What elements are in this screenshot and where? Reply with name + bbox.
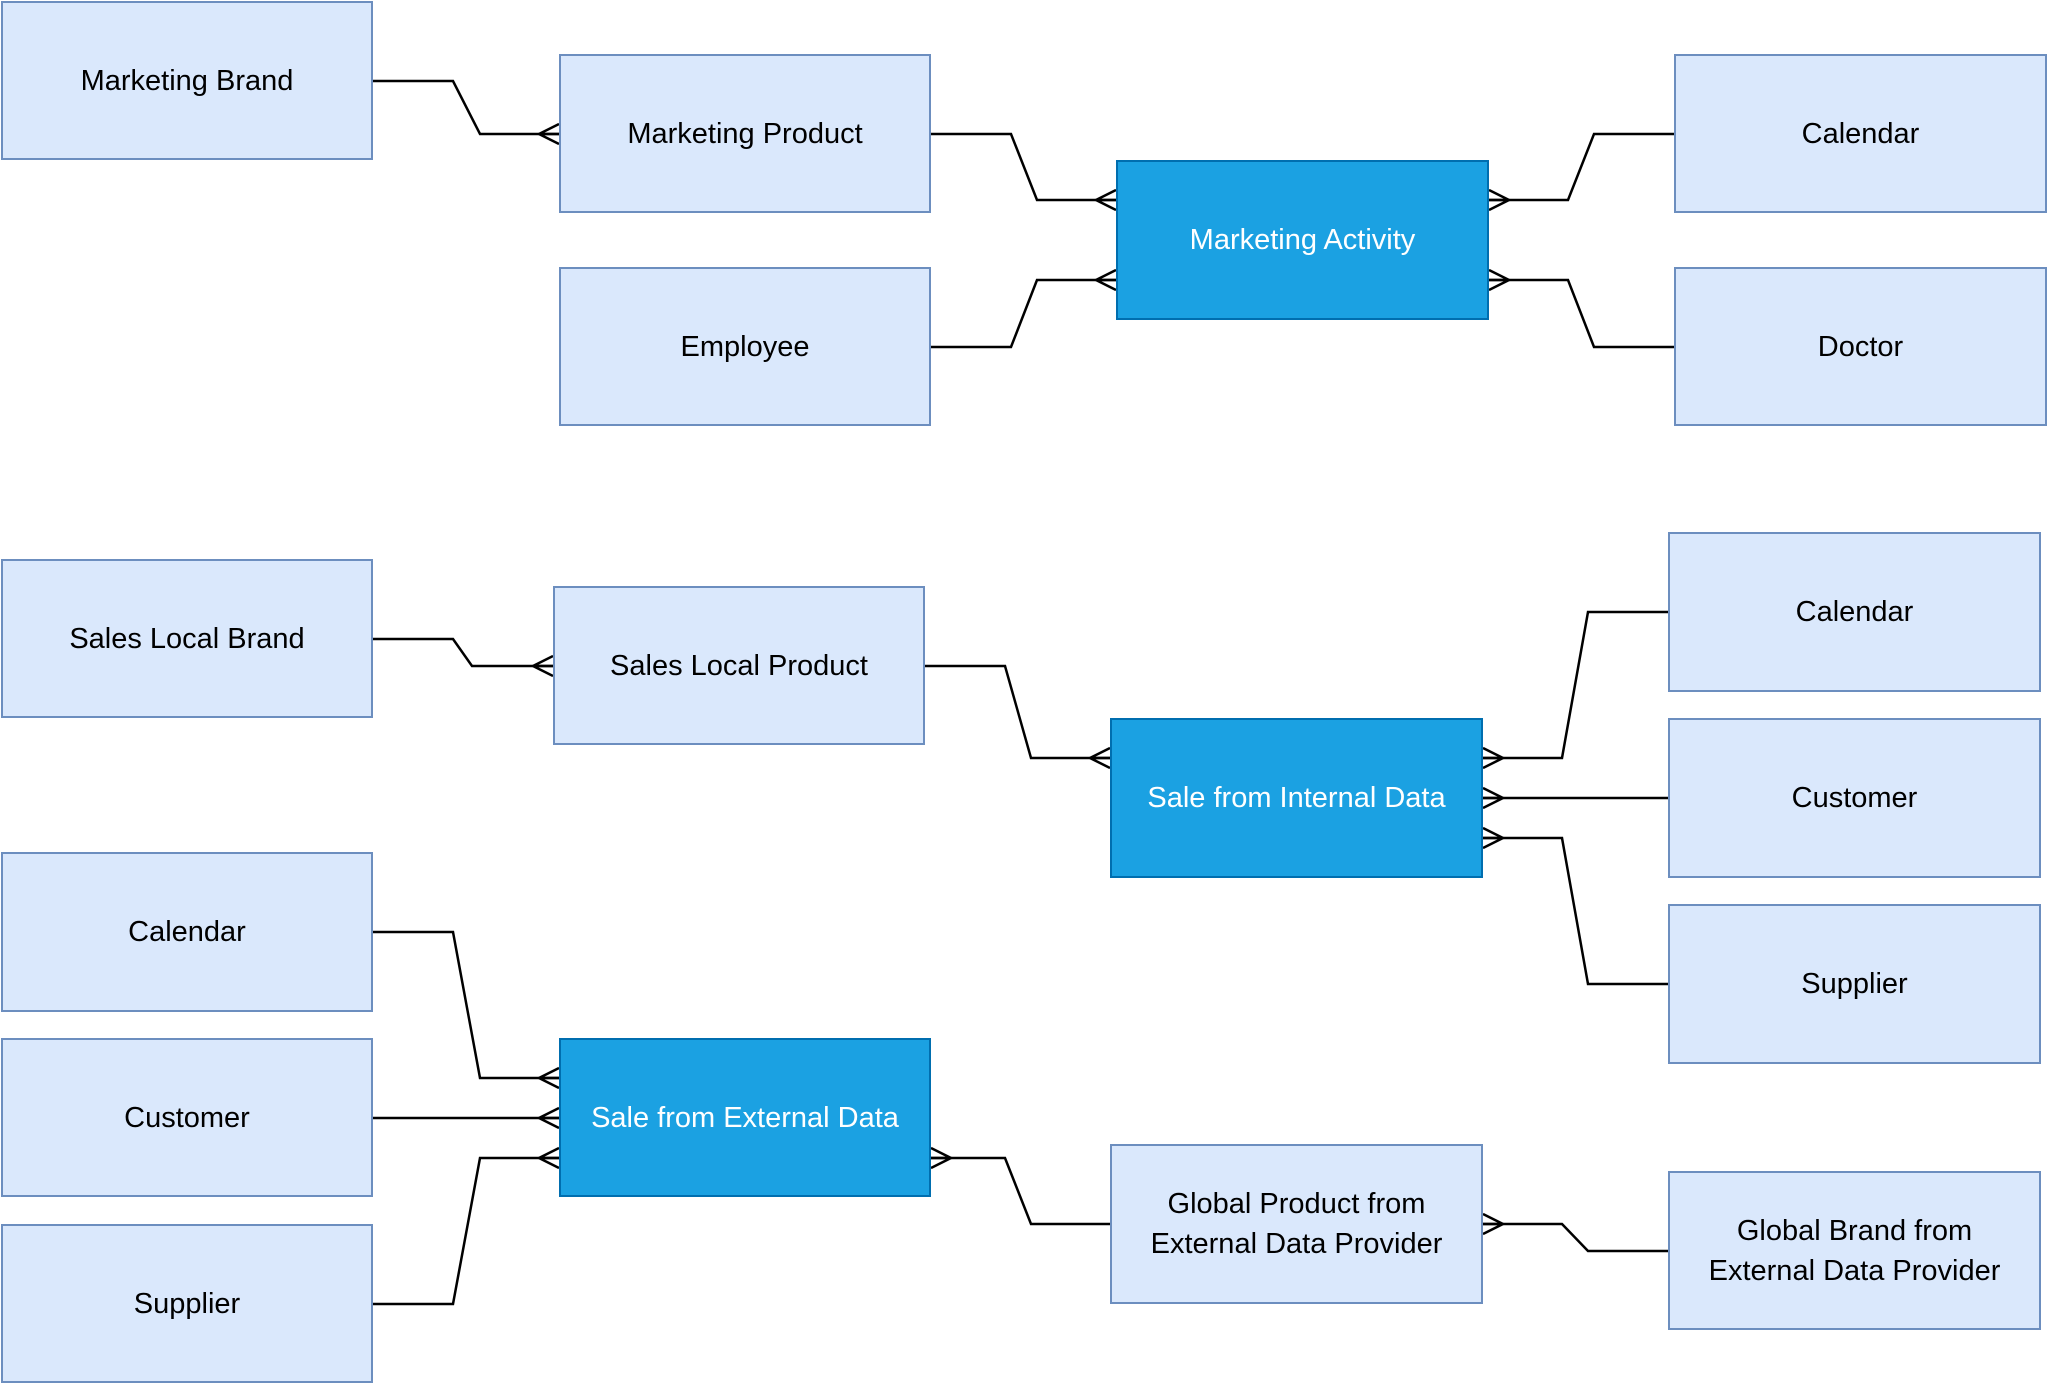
entity-label: Doctor — [1817, 330, 1904, 363]
entity-label: Calendar — [1801, 117, 1920, 150]
entity-label: Sales Local Product — [610, 649, 868, 682]
connector-marketing-product-activity-crowfoot — [1095, 188, 1117, 212]
entity-customer-external[interactable]: Customer — [1, 1038, 373, 1197]
entity-employee[interactable]: Employee — [559, 267, 931, 426]
connector-global-brand-product-crowfoot — [1482, 1212, 1504, 1236]
connector-calendar-activity-crowfoot — [1488, 188, 1510, 212]
connector-doctor-activity — [1489, 278, 1674, 349]
fact-sale-internal-data[interactable]: Sale from Internal Data — [1110, 718, 1483, 878]
entity-sales-local-brand[interactable]: Sales Local Brand — [1, 559, 373, 718]
entity-label: Supplier — [1801, 968, 1908, 1000]
fact-label: Sale from External Data — [591, 1101, 899, 1134]
entity-global-product[interactable]: Global Product from External Data Provid… — [1110, 1144, 1483, 1304]
fact-label: Marketing Activity — [1189, 224, 1416, 256]
entity-label: Marketing Brand — [80, 64, 294, 97]
entity-marketing-product[interactable]: Marketing Product — [559, 54, 931, 213]
connector-customer-sale-external-crowfoot — [538, 1106, 560, 1130]
entity-supplier-external[interactable]: Supplier — [1, 1224, 373, 1383]
entity-label: Calendar — [1795, 596, 1914, 628]
connector-marketing-brand-product-crowfoot — [538, 122, 560, 146]
connector-calendar-sale-external-crowfoot — [538, 1066, 560, 1090]
connector-global-product-sale-external-crowfoot — [930, 1146, 952, 1170]
entity-calendar-external[interactable]: Calendar — [1, 852, 373, 1012]
connector-supplier-sale-external — [373, 1156, 559, 1306]
entity-marketing-brand[interactable]: Marketing Brand — [1, 1, 373, 160]
connector-global-product-sale-external — [931, 1156, 1110, 1226]
entity-label: Supplier — [133, 1287, 241, 1320]
connector-calendar-sale-internal — [1483, 610, 1668, 760]
entity-label: Sales Local Brand — [69, 622, 305, 655]
fact-marketing-activity[interactable]: Marketing Activity — [1116, 160, 1489, 320]
connector-global-brand-product — [1483, 1222, 1668, 1253]
fact-label: Sale from Internal Data — [1147, 782, 1446, 814]
connector-calendar-sale-internal-crowfoot — [1482, 746, 1504, 770]
entity-label: Customer — [1791, 782, 1918, 814]
entity-customer-internal[interactable]: Customer — [1668, 718, 2041, 878]
entity-doctor[interactable]: Doctor — [1674, 267, 2047, 426]
connector-marketing-product-activity — [931, 132, 1116, 202]
entity-label: Employee — [680, 330, 810, 363]
entity-sales-local-product[interactable]: Sales Local Product — [553, 586, 925, 745]
connector-supplier-sale-external-crowfoot — [538, 1146, 560, 1170]
entity-global-brand[interactable]: Global Brand from External Data Provider — [1668, 1171, 2041, 1330]
entity-label: Customer — [124, 1101, 250, 1134]
fact-sale-external-data[interactable]: Sale from External Data — [559, 1038, 931, 1197]
entity-supplier-internal[interactable]: Supplier — [1668, 904, 2041, 1064]
connector-employee-activity — [931, 278, 1116, 349]
connector-employee-activity-crowfoot — [1095, 268, 1117, 292]
entity-label: Global Product from External Data Provid… — [1150, 1188, 1443, 1260]
connector-local-product-sale-internal-crowfoot — [1089, 746, 1111, 770]
connector-supplier-sale-internal — [1483, 836, 1668, 986]
connector-doctor-activity-crowfoot — [1488, 268, 1510, 292]
connector-calendar-sale-external — [373, 930, 559, 1080]
entity-calendar-marketing[interactable]: Calendar — [1674, 54, 2047, 213]
entity-label: Marketing Product — [627, 117, 863, 150]
entity-calendar-internal[interactable]: Calendar — [1668, 532, 2041, 692]
connector-customer-sale-internal-crowfoot — [1482, 786, 1504, 810]
connector-local-product-sale-internal — [925, 664, 1110, 760]
entity-label: Calendar — [128, 916, 246, 948]
connector-marketing-brand-product — [373, 79, 559, 136]
entity-label: Global Brand from External Data Provider — [1708, 1214, 2001, 1287]
connector-supplier-sale-internal-crowfoot — [1482, 826, 1504, 850]
connector-local-brand-product — [373, 637, 553, 668]
connector-local-brand-product-crowfoot — [532, 654, 554, 678]
connector-calendar-activity — [1489, 132, 1674, 202]
